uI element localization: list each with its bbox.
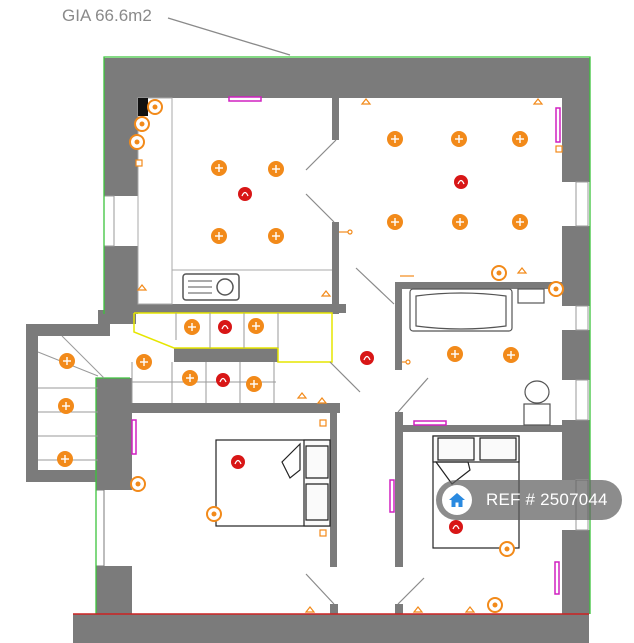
smoke-alarm-icon (238, 187, 252, 201)
ceiling-light-icon (184, 319, 200, 335)
smoke-alarm-icon (449, 520, 463, 534)
socket-icon (129, 134, 145, 150)
ceiling-light-icon (512, 131, 528, 147)
socket-icon (206, 506, 222, 522)
ceiling-light-icon (447, 346, 463, 362)
ceiling-light-icon (59, 353, 75, 369)
ceiling-light-icon (452, 214, 468, 230)
ceiling-light-icon (387, 214, 403, 230)
socket-icon (487, 597, 503, 613)
smoke-alarm-icon (360, 351, 374, 365)
smoke-alarm-icon (218, 320, 232, 334)
ref-number: REF # 2507044 (486, 490, 608, 509)
bed-left (215, 439, 331, 527)
outline-green (95, 56, 591, 614)
ceiling-light-icon (57, 451, 73, 467)
stair-outline-yellow (133, 312, 333, 363)
ceiling-light-icon (451, 131, 467, 147)
gia-label: GIA 66.6m2 (62, 6, 152, 25)
ceiling-light-icon (211, 228, 227, 244)
ceiling-light-icon (211, 160, 227, 176)
ceiling-light-icon (246, 376, 262, 392)
toilet (524, 380, 550, 404)
bathroom-fittings (409, 288, 551, 426)
kitchen-fittings (137, 97, 332, 305)
ceiling-light-icon (136, 354, 152, 370)
socket-icon (134, 116, 150, 132)
socket-icon (548, 281, 564, 297)
door-swings (305, 139, 429, 605)
smoke-alarm-icon (454, 175, 468, 189)
smoke-alarm-icon (216, 373, 230, 387)
ceiling-light-icon (387, 131, 403, 147)
outer-walls (26, 58, 590, 643)
smoke-alarm-icon (231, 455, 245, 469)
socket-icon (499, 541, 515, 557)
ceiling-light-icon (512, 214, 528, 230)
ceiling-light-icon (58, 398, 74, 414)
meter-box (138, 98, 148, 116)
ceiling-light-icon (503, 347, 519, 363)
bath (409, 288, 513, 332)
ceiling-light-icon (248, 318, 264, 334)
socket-icon (147, 99, 163, 115)
socket-icon (130, 476, 146, 492)
bed-right (432, 435, 520, 549)
ceiling-light-icon (268, 161, 284, 177)
radiators (131, 96, 561, 595)
sink (182, 273, 240, 301)
switches (135, 98, 563, 613)
ref-watermark: REF # 2507044 (436, 480, 622, 520)
house-icon (442, 485, 472, 515)
interior-walls (98, 98, 565, 616)
ceiling-light-icon (268, 228, 284, 244)
socket-icon (491, 265, 507, 281)
gia-leader-line (167, 17, 291, 56)
ceiling-light-icon (182, 370, 198, 386)
